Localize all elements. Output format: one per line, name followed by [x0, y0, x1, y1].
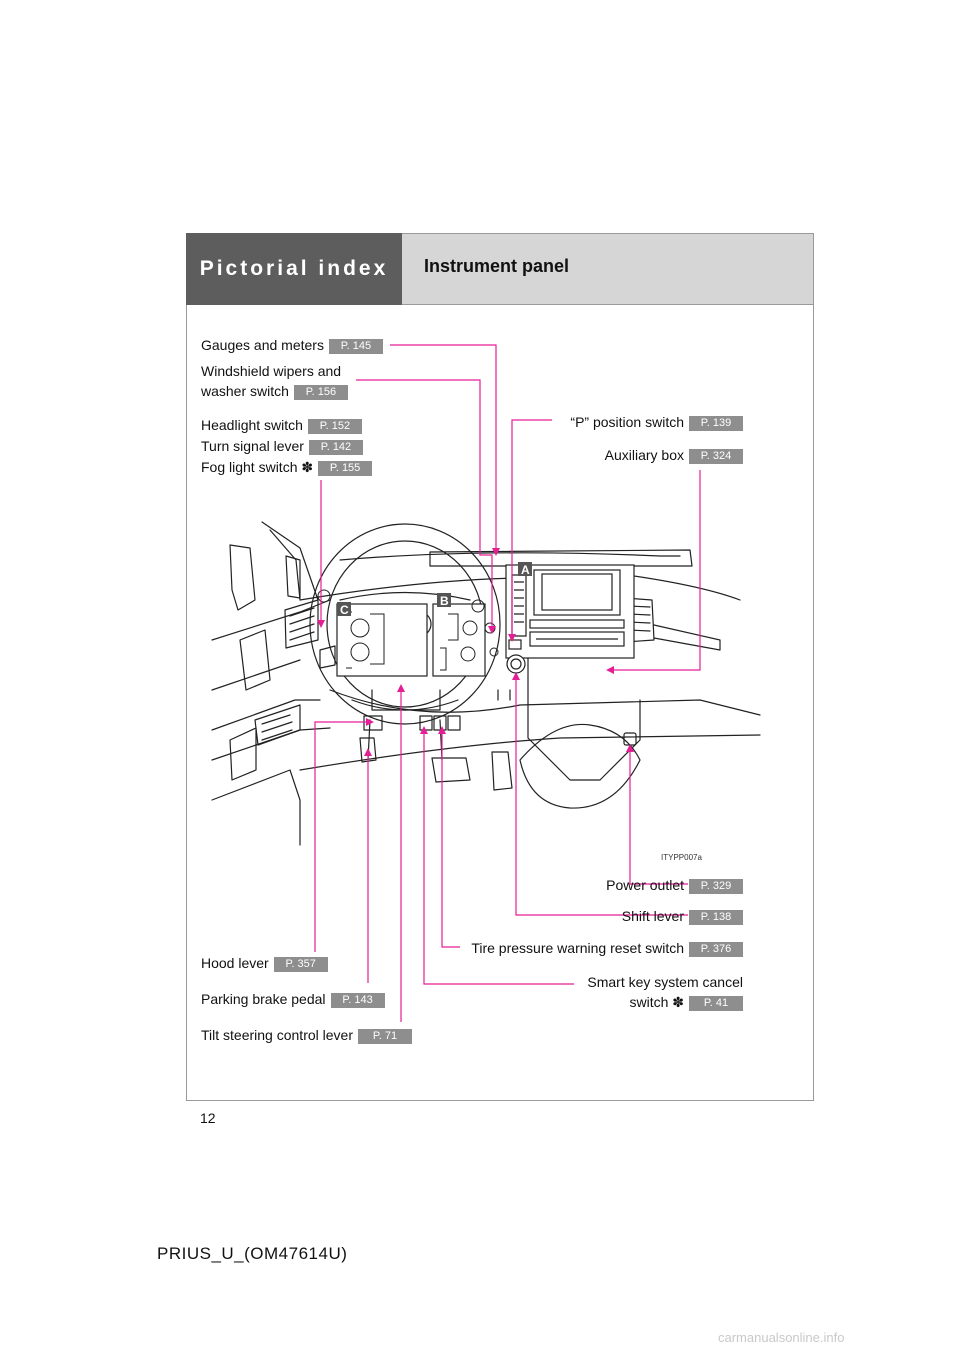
line-wipers: [356, 379, 493, 628]
brake-pedal: [431, 757, 471, 783]
steering-switch-panel-b: [432, 603, 486, 677]
watermark: carmanualsonline.info: [718, 1330, 845, 1345]
callout-hood-lever-ref[interactable]: P. 357: [273, 957, 328, 972]
callout-aux-box: Auxiliary box P. 324: [605, 445, 743, 465]
line-p-position: [511, 419, 552, 636]
marker-c: C: [340, 603, 349, 617]
callout-fog-light: Fog light switch ✽ P. 155: [201, 457, 373, 477]
door-handle: [239, 629, 271, 691]
callout-p-position-ref[interactable]: P. 139: [689, 416, 743, 431]
left-vent: [284, 599, 319, 649]
side-mirror: [229, 544, 256, 611]
callout-parking-brake: Parking brake pedal P. 143: [201, 989, 385, 1009]
line-gauges: [390, 344, 497, 548]
callout-gauges-ref[interactable]: P. 145: [328, 339, 383, 354]
callout-power-outlet: Power outlet P. 329: [606, 875, 743, 895]
document-footer: PRIUS_U_(OM47614U): [157, 1244, 348, 1263]
callout-tire-pressure-label: Tire pressure warning reset switch: [471, 940, 684, 956]
callout-turn-signal-ref[interactable]: P. 142: [308, 440, 363, 455]
callout-headlight-label: Headlight switch: [201, 417, 303, 433]
line-tire-pressure: [441, 732, 460, 948]
panel-markers: [337, 562, 532, 616]
callout-shift-lever: Shift lever P. 138: [622, 906, 743, 926]
callout-tire-pressure-ref[interactable]: P. 376: [689, 942, 743, 957]
callout-tilt-steering-label: Tilt steering control lever: [201, 1027, 353, 1043]
callout-wipers: Windshield wipers and washer switch P. 15…: [201, 361, 348, 401]
callout-hood-lever: Hood lever P. 357: [201, 953, 328, 973]
steering-wheel-rim: [309, 523, 501, 725]
line-smart-key: [423, 732, 574, 985]
callout-p-position: “P” position switch P. 139: [570, 412, 743, 432]
a-pillar: [261, 521, 319, 601]
marker-b: B: [440, 594, 449, 608]
page-title: Instrument panel: [402, 233, 814, 305]
callout-smart-key: Smart key system cancel switch ✽ P. 41: [587, 972, 743, 1012]
callout-gauges-label: Gauges and meters: [201, 337, 324, 353]
callout-wipers-label-1: Windshield wipers and: [201, 363, 342, 379]
callout-turn-signal: Turn signal lever P. 142: [201, 436, 363, 456]
callout-power-outlet-ref[interactable]: P. 329: [689, 879, 743, 894]
marker-a: A: [521, 563, 530, 577]
callout-headlight: Headlight switch P. 152: [201, 415, 362, 435]
shift-lever: [506, 654, 526, 674]
callout-shift-lever-ref[interactable]: P. 138: [689, 910, 743, 925]
callout-shift-lever-label: Shift lever: [621, 908, 684, 924]
callout-aux-box-label: Auxiliary box: [604, 447, 684, 463]
line-aux-box: [614, 470, 701, 671]
accelerator-pedal: [491, 751, 513, 791]
window-switches: [254, 704, 301, 746]
line-shift-lever: [515, 678, 688, 916]
callout-lines: [314, 344, 701, 1022]
callout-tilt-steering: Tilt steering control lever P. 71: [201, 1025, 412, 1045]
section-tab: Pictorial index: [186, 233, 402, 305]
line-power-outlet: [629, 750, 688, 885]
callout-gauges: Gauges and meters P. 145: [201, 335, 383, 355]
callout-arrowheads: [317, 548, 634, 756]
callout-fog-light-label: Fog light switch ✽: [201, 459, 314, 475]
callout-tilt-steering-ref[interactable]: P. 71: [357, 1029, 412, 1044]
callout-p-position-label: “P” position switch: [570, 414, 684, 430]
callout-fog-light-ref[interactable]: P. 155: [318, 461, 373, 476]
callout-parking-brake-label: Parking brake pedal: [201, 991, 326, 1007]
callout-wipers-ref[interactable]: P. 156: [293, 385, 348, 400]
callout-turn-signal-label: Turn signal lever: [201, 438, 304, 454]
callout-smart-key-ref[interactable]: P. 41: [689, 996, 743, 1011]
callout-smart-key-label-2: switch ✽: [629, 994, 684, 1010]
center-console: [519, 723, 641, 809]
line-hood-lever: [314, 721, 368, 952]
callout-parking-brake-ref[interactable]: P. 143: [330, 993, 385, 1008]
callout-aux-box-ref[interactable]: P. 324: [689, 449, 743, 464]
callout-headlight-ref[interactable]: P. 152: [307, 419, 362, 434]
callout-hood-lever-label: Hood lever: [201, 955, 269, 971]
page-number: 12: [200, 1110, 216, 1126]
callout-tire-pressure: Tire pressure warning reset switch P. 376: [471, 938, 743, 958]
callout-smart-key-label-1: Smart key system cancel: [587, 974, 743, 990]
hood-lever: [363, 715, 383, 731]
power-outlet: [623, 732, 637, 746]
figure-code: ITYPP007a: [661, 853, 702, 862]
callout-power-outlet-label: Power outlet: [606, 877, 684, 893]
dash-top: [339, 552, 681, 561]
callout-wipers-label-2: washer switch: [201, 383, 289, 399]
parking-brake-pedal: [359, 737, 377, 763]
